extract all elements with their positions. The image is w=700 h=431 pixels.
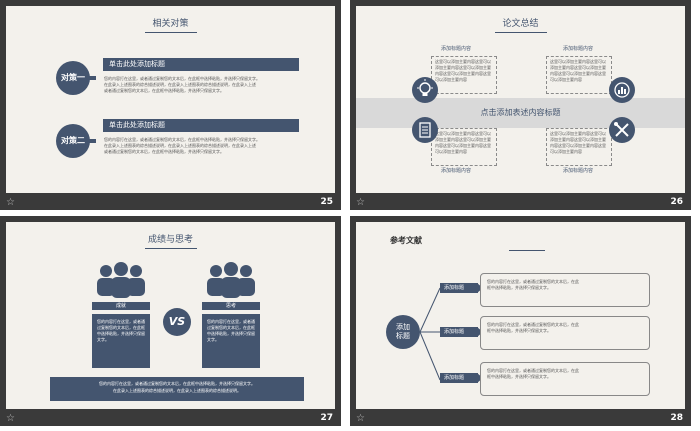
slide-title: 论文总结 xyxy=(502,19,539,29)
row-tag-2: 添加标题 xyxy=(440,327,478,337)
people-icon xyxy=(97,262,145,298)
slide-footer: ☆ 26 xyxy=(350,195,691,210)
content-box-tr: 这里可以添加主要内容这里可以添加主要内容这里可以添加主要内容这里可以添加主要内容… xyxy=(546,56,612,94)
star-icon[interactable]: ☆ xyxy=(356,197,365,208)
slide-title: 相关对策 xyxy=(152,19,189,29)
tools-icon xyxy=(609,117,635,143)
connector-lines xyxy=(419,287,441,381)
row-box-3: 您的内容打在这里，或者通过复制您的文本后，在此框中选择粘贴，并选择只保留文字。 xyxy=(480,362,650,396)
row-box-2: 您的内容打在这里，或者通过复制您的文本后，在此框中选择粘贴，并选择只保留文字。 xyxy=(480,316,650,350)
section-header-2: 单击此处添加标题 xyxy=(103,119,299,132)
slide-number: 26 xyxy=(670,197,683,207)
vs-badge: VS xyxy=(163,308,191,336)
slide-canvas: 相关对策 对策一 单击此处添加标题 您的内容打在这里，或者通过复制您的文本后，在… xyxy=(6,6,335,193)
star-icon[interactable]: ☆ xyxy=(6,413,15,424)
content-box-bl: 这里可以添加主要内容这里可以添加主要内容这里可以添加主要内容这里可以添加主要内容… xyxy=(431,128,497,166)
row-tag-1: 添加标题 xyxy=(440,283,478,293)
lightbulb-icon xyxy=(412,77,438,103)
summary-bar: 您的内容打在这里，或者通过复制您的文本后，在此框中选择粘贴，并选择只保留文字。 … xyxy=(50,377,304,401)
slide-canvas: 参考文献 添加标题 添加标题 您的内容打在这里，或者通过复制您的文本后，在此框中… xyxy=(356,222,685,409)
slide-number: 25 xyxy=(320,197,333,207)
people-icon xyxy=(207,262,255,298)
slide-title: 参考文献 xyxy=(390,236,422,245)
title-underline xyxy=(509,250,545,251)
content-box-br: 这里可以添加主要内容这里可以添加主要内容这里可以添加主要内容这里可以添加主要内容… xyxy=(546,128,612,166)
slide-footer: ☆ 25 xyxy=(0,195,341,210)
center-node: 添加标题 xyxy=(386,315,420,349)
slide-canvas: 成绩与思考 成就 思考 您的内容打在这里，或者通过复制您的文本后，在此框中选择粘… xyxy=(6,222,335,409)
strategy-badge-1: 对策一 xyxy=(56,61,90,95)
clipboard-icon xyxy=(412,117,438,143)
slide-title: 成绩与思考 xyxy=(147,235,193,245)
content-box-tl: 这里可以添加主要内容这里可以添加主要内容这里可以添加主要内容这里可以添加主要内容… xyxy=(431,56,497,94)
slide-thumbnail-25[interactable]: 相关对策 对策一 单击此处添加标题 您的内容打在这里，或者通过复制您的文本后，在… xyxy=(0,0,341,210)
star-icon[interactable]: ☆ xyxy=(6,197,15,208)
box-label-br: 添加标题内容 xyxy=(563,168,594,174)
slide-footer: ☆ 28 xyxy=(350,411,691,426)
box-label-bl: 添加标题内容 xyxy=(441,168,472,174)
strategy-badge-2: 对策二 xyxy=(56,124,90,158)
center-band: 点击添加表述内容标题 xyxy=(356,98,685,128)
slide-number: 28 xyxy=(670,413,683,423)
row-tag-3: 添加标题 xyxy=(440,373,478,383)
star-icon[interactable]: ☆ xyxy=(356,413,365,424)
section-header-1: 单击此处添加标题 xyxy=(103,58,299,71)
slide-canvas: 论文总结 点击添加表述内容标题 添加标题内容 添加标题内容 添加标题内容 添加标… xyxy=(356,6,685,193)
slide-number: 27 xyxy=(320,413,333,423)
title-underline xyxy=(145,32,197,33)
body-text-1: 您的内容打在这里，或者通过复制您的文本后，在此框中选择粘贴，并选择只保留文字。 … xyxy=(104,76,260,93)
chart-icon xyxy=(609,77,635,103)
box-label-tr: 添加标题内容 xyxy=(563,46,594,52)
slide-thumbnail-27[interactable]: 成绩与思考 成就 思考 您的内容打在这里，或者通过复制您的文本后，在此框中选择粘… xyxy=(0,216,341,426)
label-bar-left: 成就 xyxy=(92,302,150,310)
slide-thumbnail-26[interactable]: 论文总结 点击添加表述内容标题 添加标题内容 添加标题内容 添加标题内容 添加标… xyxy=(350,0,691,210)
content-card-right: 您的内容打在这里，或者通过复制您的文本后，在此框中选择粘贴，并选择只保留文字。 xyxy=(202,314,260,368)
box-label-tl: 添加标题内容 xyxy=(441,46,472,52)
row-box-1: 您的内容打在这里，或者通过复制您的文本后，在此框中选择粘贴，并选择只保留文字。 xyxy=(480,273,650,307)
content-card-left: 您的内容打在这里，或者通过复制您的文本后，在此框中选择粘贴，并选择只保留文字。 xyxy=(92,314,150,368)
title-underline xyxy=(495,32,547,33)
slide-thumbnail-28[interactable]: 参考文献 添加标题 添加标题 您的内容打在这里，或者通过复制您的文本后，在此框中… xyxy=(350,216,691,426)
title-underline xyxy=(145,248,197,249)
label-bar-right: 思考 xyxy=(202,302,260,310)
slide-footer: ☆ 27 xyxy=(0,411,341,426)
body-text-2: 您的内容打在这里，或者通过复制您的文本后，在此框中选择粘贴，并选择只保留文字。 … xyxy=(104,137,260,154)
